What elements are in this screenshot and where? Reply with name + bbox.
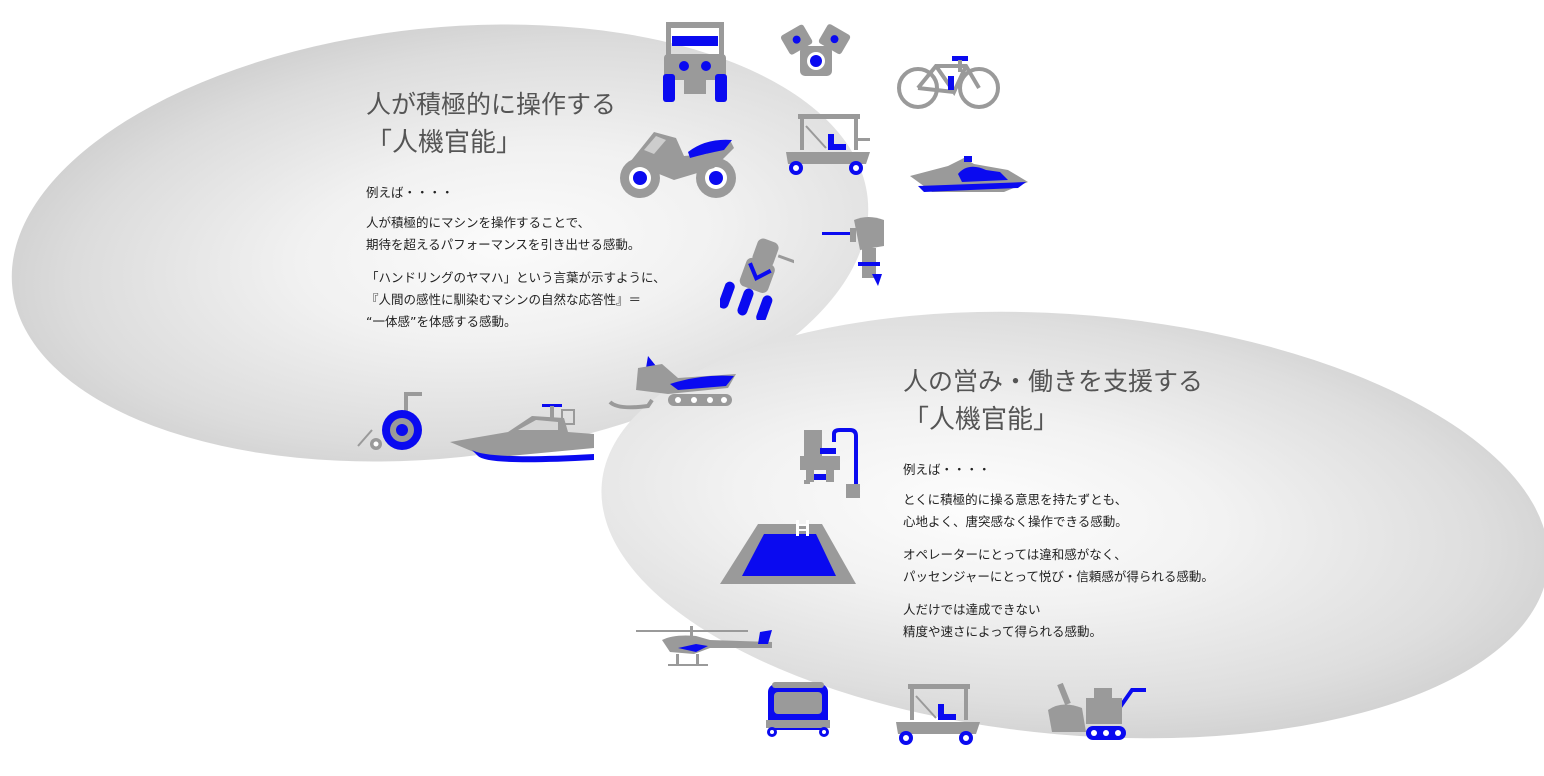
paragraph-line: 心地よく、唐突感なく操作できる感動。 bbox=[903, 514, 1128, 529]
section-right-paragraph-1: とくに積極的に操る意思を持たずとも、 心地よく、唐突感なく操作できる感動。 bbox=[903, 489, 1283, 533]
section-right-paragraph-3: 人だけでは達成できない 精度や速さによって得られる感動。 bbox=[903, 599, 1283, 643]
paragraph-line: 期待を超えるパフォーマンスを引き出せる感動。 bbox=[366, 237, 641, 252]
paragraph-line: 「ハンドリングのヤマハ」という言葉が示すように、 bbox=[366, 270, 666, 285]
golf-cart-icon bbox=[786, 112, 872, 178]
paragraph-line: “一体感”を体感する感動。 bbox=[366, 314, 517, 329]
motorcycle-icon bbox=[614, 128, 740, 202]
section-right-paragraph-2: オペレーターにとっては違和感がなく、 パッセンジャーにとって悦び・信頼感が得られ… bbox=[903, 544, 1283, 588]
wheelchair-icon bbox=[356, 390, 426, 454]
snow-blower-icon bbox=[1046, 680, 1148, 748]
watercraft-icon bbox=[908, 152, 1030, 196]
section-left-heading: 人が積極的に操作する 「人機官能」 bbox=[366, 86, 706, 162]
section-right: 人の営み・働きを支援する 「人機官能」 例えば・・・・ とくに積極的に操る意思を… bbox=[903, 363, 1283, 643]
section-right-heading: 人の営み・働きを支援する 「人機官能」 bbox=[903, 363, 1283, 439]
paragraph-line: 人が積極的にマシンを操作することで、 bbox=[366, 215, 591, 230]
pump-icon bbox=[800, 428, 864, 502]
engine-icon bbox=[778, 22, 854, 78]
paragraph-line: 『人間の感性に馴染むマシンの自然な応答性』＝ bbox=[366, 292, 642, 307]
side-by-side-vehicle-icon bbox=[660, 20, 730, 104]
section-left: 人が積極的に操作する 「人機官能」 例えば・・・・ 人が積極的にマシンを操作する… bbox=[366, 86, 706, 333]
section-right-heading-line1: 人の営み・働きを支援する bbox=[903, 367, 1204, 396]
section-right-heading-line2: 「人機官能」 bbox=[903, 405, 1060, 435]
helicopter-icon bbox=[634, 624, 776, 670]
cart-vehicle-icon bbox=[764, 680, 832, 740]
golf-cart-icon-2 bbox=[896, 682, 982, 748]
section-left-intro: 例えば・・・・ bbox=[366, 185, 454, 200]
bicycle-icon bbox=[896, 52, 1002, 110]
section-right-intro: 例えば・・・・ bbox=[903, 462, 991, 477]
boat-icon bbox=[448, 402, 596, 466]
paragraph-line: 精度や速さによって得られる感動。 bbox=[903, 624, 1103, 639]
snowmobile-icon bbox=[608, 354, 740, 414]
section-left-paragraph-1: 人が積極的にマシンを操作することで、 期待を超えるパフォーマンスを引き出せる感動… bbox=[366, 212, 706, 256]
paragraph-line: とくに積極的に操る意思を持たずとも、 bbox=[903, 492, 1128, 507]
section-left-paragraph-2: 「ハンドリングのヤマハ」という言葉が示すように、 『人間の感性に馴染むマシンの自… bbox=[366, 267, 706, 333]
section-left-heading-line1: 人が積極的に操作する bbox=[366, 90, 617, 119]
pool-icon bbox=[718, 518, 858, 586]
paragraph-line: 人だけでは達成できない bbox=[903, 602, 1041, 617]
section-left-heading-line2: 「人機官能」 bbox=[366, 128, 523, 158]
rider-icon bbox=[720, 236, 794, 320]
outboard-motor-icon bbox=[820, 214, 890, 288]
paragraph-line: オペレーターにとっては違和感がなく、 bbox=[903, 547, 1127, 562]
paragraph-line: パッセンジャーにとって悦び・信頼感が得られる感動。 bbox=[903, 569, 1214, 584]
